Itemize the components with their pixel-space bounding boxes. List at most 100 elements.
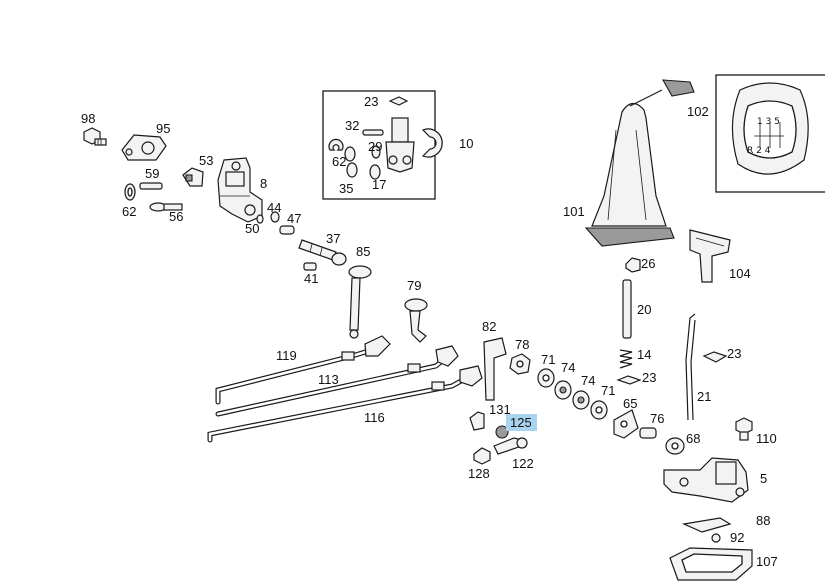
part-21-shift-rod — [685, 313, 696, 421]
label-125: 125 — [510, 415, 532, 430]
label-104: 104 — [729, 266, 751, 281]
label-29: 29 — [368, 139, 382, 154]
label-35: 35 — [339, 181, 353, 196]
label-14: 14 — [637, 347, 651, 362]
part-23-clip-b — [616, 375, 642, 385]
part-35-bushing — [344, 146, 358, 178]
part-53-clip — [182, 167, 204, 187]
label-92: 92 — [730, 530, 744, 545]
part-knuckle — [385, 117, 415, 173]
part-41-pin — [303, 262, 317, 271]
part-92-screw — [711, 533, 721, 543]
label-110: 110 — [756, 431, 777, 446]
part-74-lock-washer-a — [554, 380, 572, 400]
label-82: 82 — [482, 319, 496, 334]
part-95-bracket — [121, 134, 167, 161]
part-101-boot — [584, 102, 675, 247]
part-44-washer — [270, 211, 280, 223]
label-122: 122 — [512, 456, 534, 471]
part-26-nut — [625, 257, 641, 273]
label-119: 119 — [276, 348, 297, 363]
part-14-spring — [619, 349, 633, 369]
part-5-gear-housing — [663, 457, 749, 503]
part-17-bushing — [369, 164, 381, 180]
label-79: 79 — [407, 278, 421, 293]
label-78: 78 — [515, 337, 529, 352]
label-107: 107 — [756, 554, 778, 569]
part-65-gasket — [613, 409, 639, 439]
label-23b: 23 — [642, 370, 656, 385]
label-101: 101 — [563, 204, 585, 219]
shift-knob-icon — [731, 82, 809, 175]
part-104-bracket — [689, 229, 731, 283]
label-128: 128 — [468, 466, 490, 481]
label-37: 37 — [326, 231, 340, 246]
part-88-gasket — [681, 517, 732, 533]
label-85: 85 — [356, 244, 370, 259]
label-17: 17 — [372, 177, 386, 192]
part-23-clip-inset — [388, 96, 409, 106]
label-44: 44 — [267, 200, 281, 215]
label-65: 65 — [623, 396, 637, 411]
label-32: 32 — [345, 118, 359, 133]
label-98: 98 — [81, 111, 95, 126]
label-8: 8 — [260, 176, 267, 191]
part-122-pin — [493, 437, 528, 455]
shift-pattern-top: 1 3 5 — [757, 117, 780, 127]
part-116-rod — [207, 365, 483, 443]
part-32-pin — [362, 129, 384, 136]
part-82-lever — [483, 337, 507, 401]
part-68-bushing — [665, 437, 685, 455]
part-102-knob-insert — [629, 79, 695, 107]
label-56: 56 — [169, 209, 183, 224]
part-110-bolt — [735, 417, 753, 441]
part-10-wrench-icon — [421, 128, 443, 158]
part-78-nut — [509, 353, 531, 375]
label-5: 5 — [760, 471, 767, 486]
label-62b: 62 — [332, 154, 346, 169]
part-85-lever — [348, 265, 372, 339]
part-74-lock-washer-b — [572, 390, 590, 410]
part-98-bolt — [83, 127, 107, 146]
highlight-125 — [506, 414, 537, 431]
label-76: 76 — [650, 411, 664, 426]
part-128-nut — [473, 447, 491, 465]
part-29-ring — [371, 145, 381, 159]
label-71a: 71 — [541, 352, 555, 367]
label-113: 113 — [318, 372, 339, 387]
label-74a: 74 — [561, 360, 575, 375]
label-62a: 62 — [122, 204, 136, 219]
label-10: 10 — [459, 136, 473, 151]
part-71-washer-b — [590, 400, 608, 420]
part-76-bushing — [639, 427, 657, 439]
label-131: 131 — [489, 402, 511, 417]
label-23c: 23 — [727, 346, 741, 361]
label-26: 26 — [641, 256, 655, 271]
part-37-shaft — [298, 239, 347, 266]
part-107-frame — [669, 547, 753, 581]
label-50: 50 — [245, 221, 259, 236]
label-20: 20 — [637, 302, 651, 317]
label-23a: 23 — [364, 94, 378, 109]
part-59-pin — [139, 182, 163, 190]
part-113-rod — [215, 345, 459, 417]
label-41: 41 — [304, 271, 318, 286]
label-116: 116 — [364, 410, 385, 425]
label-71b: 71 — [601, 383, 615, 398]
part-62-washer-inset — [328, 138, 344, 151]
label-102: 102 — [687, 104, 709, 119]
part-131-bracket — [469, 411, 485, 431]
part-62-washer — [124, 183, 136, 201]
part-56-screw — [149, 202, 183, 212]
part-8-gear-selector — [217, 157, 263, 223]
part-71-washer-a — [537, 368, 555, 388]
part-50-ring — [256, 214, 264, 224]
part-125-bushing — [495, 425, 509, 439]
label-47: 47 — [287, 211, 301, 226]
label-74b: 74 — [581, 373, 595, 388]
part-23-clip-c — [702, 351, 728, 363]
label-88: 88 — [756, 513, 770, 528]
part-119-rod — [215, 335, 391, 405]
part-47-bushing — [279, 225, 295, 235]
